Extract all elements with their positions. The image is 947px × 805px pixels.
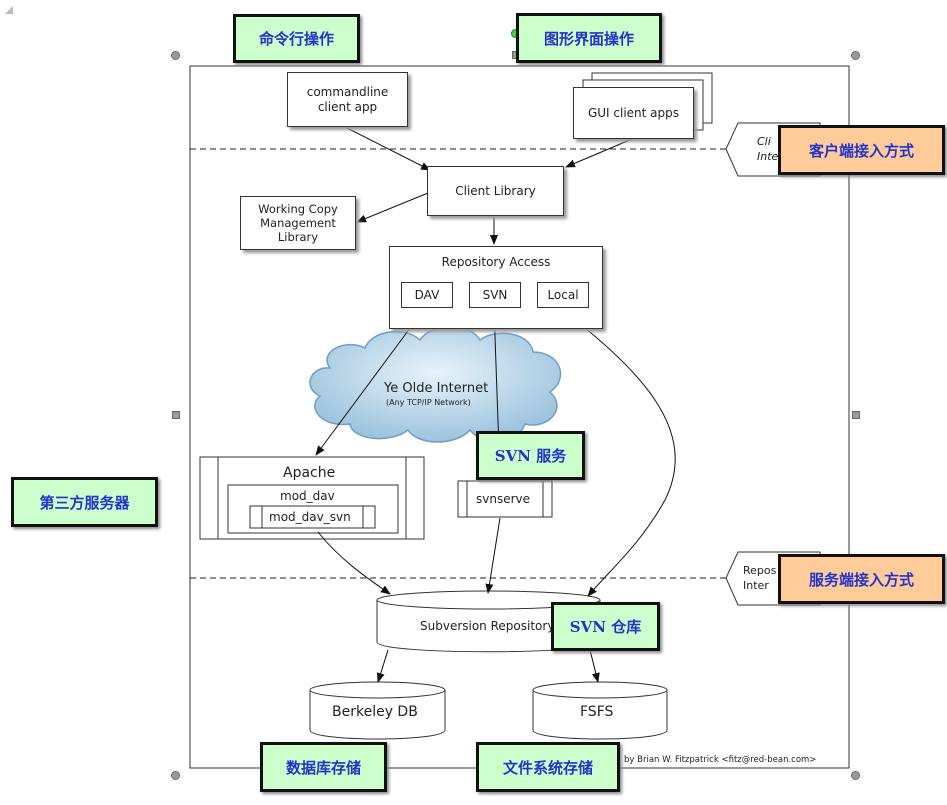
- apache-title: Apache: [283, 465, 336, 481]
- arrow-cmdline-to-library: [344, 126, 431, 171]
- arrow-local-to-repository: [559, 307, 676, 597]
- repository-interface-tag-text: Repos Inter: [743, 564, 777, 592]
- mod-dav-svn-box: [249, 505, 376, 529]
- fsfs-label: FSFS: [580, 704, 614, 720]
- selection-handle-bottom-right[interactable]: [851, 771, 860, 780]
- arrow-library-to-working-copy: [356, 192, 429, 223]
- client-library: Client Library: [427, 166, 564, 216]
- selection-handle-left[interactable]: [172, 411, 180, 419]
- berkeley-db-label: Berkeley DB: [332, 704, 418, 720]
- label-db-storage[interactable]: 数据库存储: [260, 742, 387, 792]
- berkeley-db-cylinder: [309, 690, 446, 740]
- selection-handle-top-left[interactable]: [171, 51, 180, 60]
- working-copy-management-library: Working Copy Management Library: [240, 196, 356, 250]
- resize-corner-icon: [5, 6, 13, 14]
- selection-handle-right[interactable]: [852, 411, 860, 419]
- credit-text: by Brian W. Fitzpatrick <fitz@red-bean.c…: [624, 755, 817, 765]
- arrow-apache-to-repository: [317, 531, 391, 595]
- client-interface-tag-text: Cli Inter: [757, 135, 783, 163]
- fsfs-cylinder: [532, 690, 668, 740]
- selection-handle-bottom-left[interactable]: [171, 771, 180, 780]
- internet-title: Ye Olde Internet: [384, 381, 489, 396]
- commandline-client-app: commandline client app: [287, 72, 408, 127]
- berkeley-db-top: [309, 681, 446, 699]
- label-third-party-server[interactable]: 第三方服务器: [11, 477, 158, 527]
- label-server-interface[interactable]: 服务端接入方式: [778, 554, 945, 604]
- svn-box: SVN: [469, 282, 521, 308]
- arrow-repo-to-berkeley: [376, 649, 389, 683]
- local-box: Local: [537, 282, 589, 308]
- internet-subtitle: (Any TCP/IP Network): [386, 398, 471, 407]
- mod-dav-label: mod_dav: [280, 489, 335, 503]
- arrow-repo-to-fsfs: [589, 649, 600, 683]
- selection-handle-top-right[interactable]: [851, 51, 860, 60]
- repository-access-title: Repository Access: [441, 255, 551, 269]
- label-client-interface[interactable]: 客户端接入方式: [778, 125, 945, 175]
- dav-box: DAV: [401, 282, 453, 308]
- label-gui-ops[interactable]: 图形界面操作: [516, 13, 662, 63]
- mod-dav-svn-label: mod_dav_svn: [269, 510, 351, 524]
- label-cmdline-ops[interactable]: 命令行操作: [233, 14, 360, 63]
- svnserve-label: svnserve: [476, 492, 531, 506]
- label-fs-storage[interactable]: 文件系统存储: [476, 742, 620, 792]
- subversion-repository-label: Subversion Repository: [420, 619, 555, 633]
- gui-client-apps: GUI client apps: [573, 87, 694, 139]
- label-svn-repository[interactable]: SVN 仓库: [551, 602, 660, 651]
- arrow-svnserve-to-repository: [485, 517, 501, 594]
- svnserve-box: [457, 480, 553, 518]
- label-svn-service[interactable]: SVN 服务: [476, 431, 585, 480]
- arrow-gui-to-library: [565, 138, 633, 168]
- fsfs-top: [532, 681, 668, 699]
- arrow-dav-to-apache: [315, 307, 426, 456]
